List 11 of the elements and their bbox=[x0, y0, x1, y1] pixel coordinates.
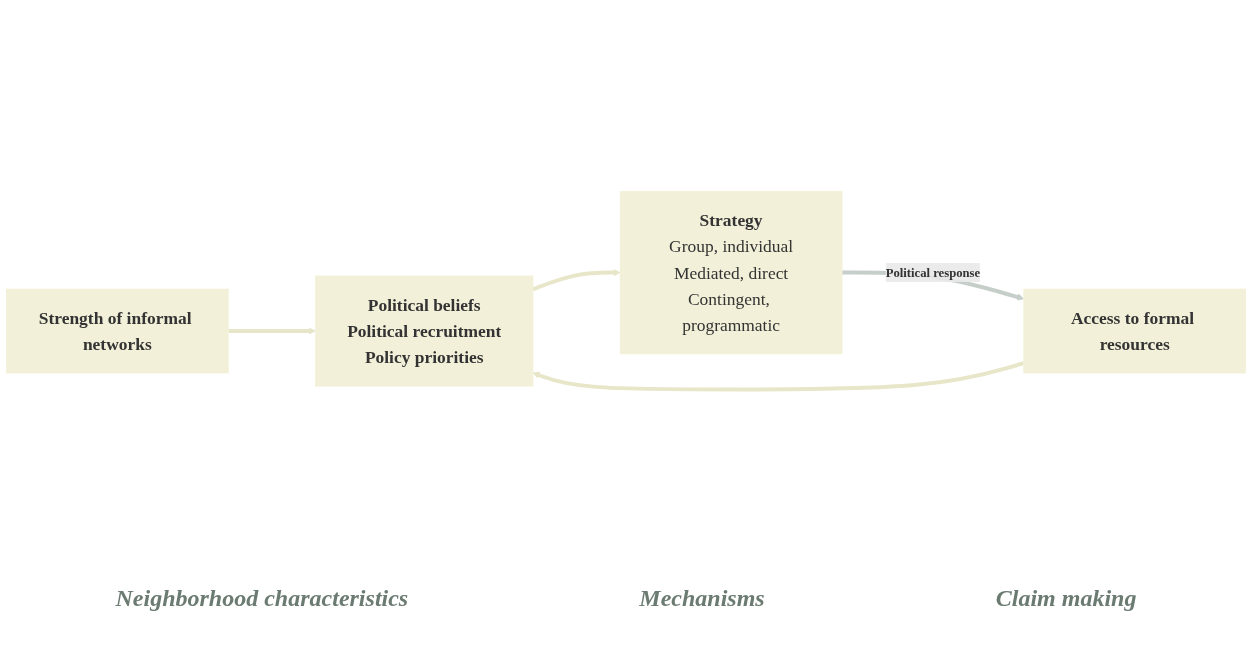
node-box: Strategy Group, individual Mediated, direct Contingent, programmatic bbox=[619, 190, 843, 354]
column-caption: Neighborhood characteristics bbox=[115, 585, 409, 612]
column-caption: Mechanisms bbox=[639, 585, 765, 612]
column-caption: Claim making bbox=[995, 585, 1137, 612]
node-box: Strength of informal networks bbox=[5, 288, 229, 373]
edge-label: Political response bbox=[885, 265, 981, 279]
arrow bbox=[532, 268, 621, 291]
arrow bbox=[228, 327, 316, 335]
node-box: Access to formal resources bbox=[1023, 288, 1247, 373]
node-box: Political beliefs Political recruitment Policy priorities bbox=[315, 275, 534, 387]
arrow bbox=[532, 360, 1025, 392]
